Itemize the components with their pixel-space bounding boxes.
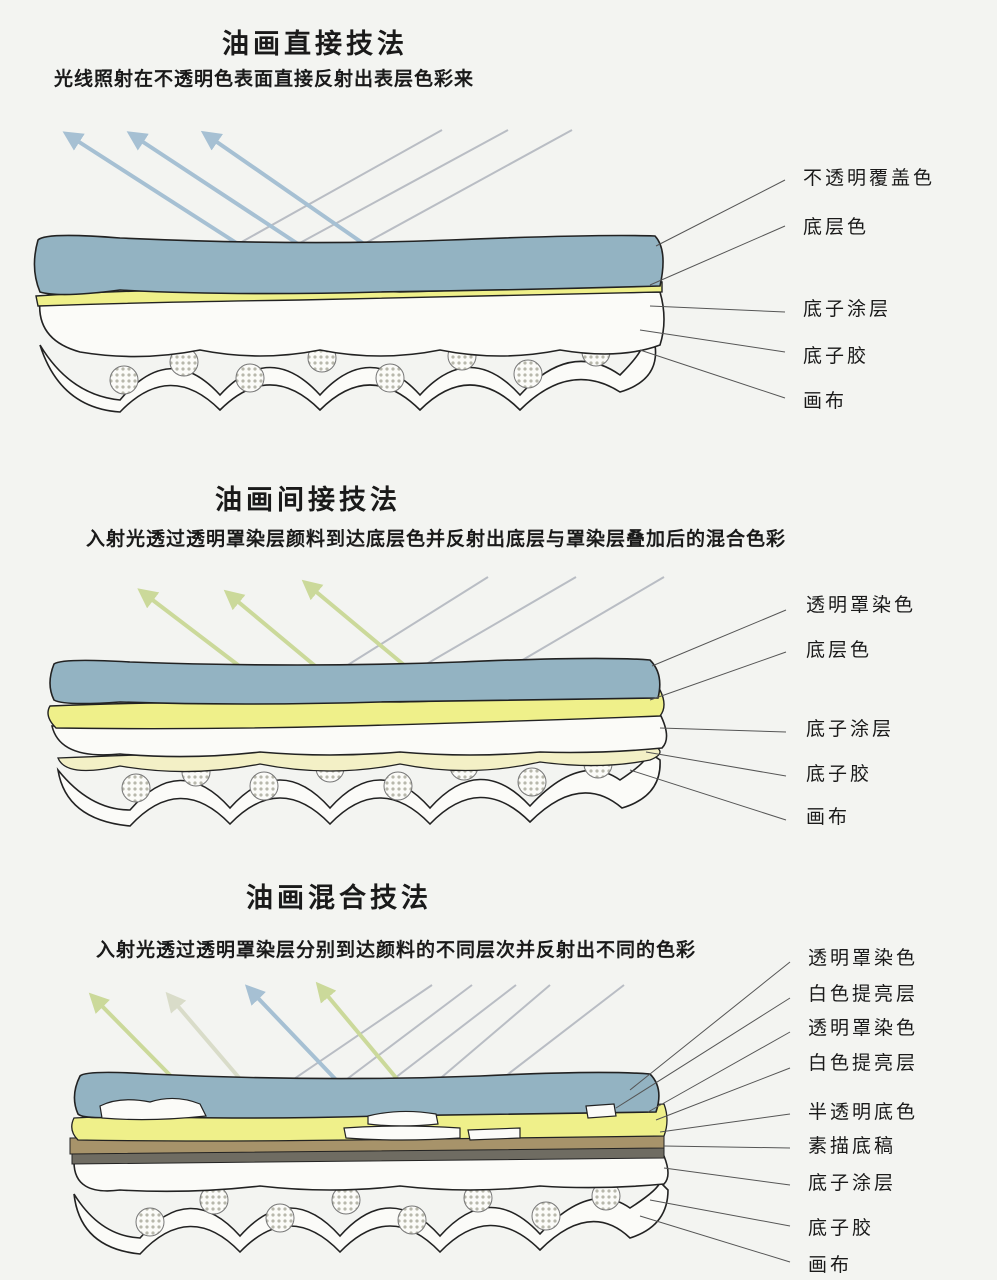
section-1-ground-coat [38, 291, 665, 358]
section-3-label-semi-transparent-base: 半透明底色 [808, 1101, 919, 1123]
section-3-label-white-highlight-2: 白色提亮层 [808, 1052, 919, 1074]
section-1-label-size: 底子胶 [803, 345, 870, 367]
section-1-incident-rays [237, 129, 573, 245]
section-3-label-sketch-underdrawing: 素描底稿 [808, 1135, 897, 1157]
section-1-diagram [33, 129, 786, 413]
section-1-opaque-cover [33, 234, 664, 296]
section-3-white-highlights [99, 1097, 617, 1141]
section-3-label-ground-coat: 底子涂层 [808, 1172, 897, 1194]
section-2-leader-lines [629, 609, 787, 821]
section-2-diagram [47, 576, 787, 827]
section-3-title: 油画混合技法 [246, 883, 432, 914]
section-3-label-size: 底子胶 [808, 1217, 875, 1239]
section-3-label-white-highlight-1: 白色提亮层 [808, 983, 919, 1005]
section-1-label-opaque-cover: 不透明覆盖色 [803, 167, 936, 189]
section-1-reflected-rays [62, 130, 366, 246]
section-2-title: 油画间接技法 [215, 485, 401, 516]
section-3-ground-coat [73, 1155, 669, 1193]
section-3-label-transparent-glaze-2: 透明罩染色 [808, 1017, 919, 1039]
section-3-diagram [69, 961, 791, 1263]
section-1-subtitle: 光线照射在不透明色表面直接反射出表层色彩来 [54, 68, 475, 90]
section-1-label-ground-coat: 底子涂层 [803, 298, 892, 320]
section-1-leader-lines [639, 179, 786, 399]
section-3-label-transparent-glaze-1: 透明罩染色 [808, 947, 919, 969]
section-2-subtitle: 入射光透过透明罩染层颜料到达底层色并反射出底层与罩染层叠加后的混合色彩 [86, 528, 787, 550]
section-2-label-ground-coat: 底子涂层 [806, 718, 895, 740]
section-3-subtitle: 入射光透过透明罩染层分别到达颜料的不同层次并反射出不同的色彩 [96, 939, 697, 961]
section-2-label-base-color: 底层色 [806, 639, 873, 661]
section-3-label-canvas: 画布 [808, 1254, 853, 1276]
section-1-title: 油画直接技法 [222, 29, 408, 60]
section-1-label-base-color: 底层色 [803, 216, 870, 238]
section-2-label-size: 底子胶 [806, 763, 873, 785]
section-3-threads [135, 1181, 621, 1237]
section-2-label-transparent-glaze: 透明罩染色 [806, 594, 917, 616]
section-2-transparent-glaze [49, 657, 661, 705]
section-3-leader-lines [615, 961, 791, 1263]
section-1-label-canvas: 画布 [803, 390, 848, 412]
section-2-label-canvas: 画布 [806, 806, 851, 828]
